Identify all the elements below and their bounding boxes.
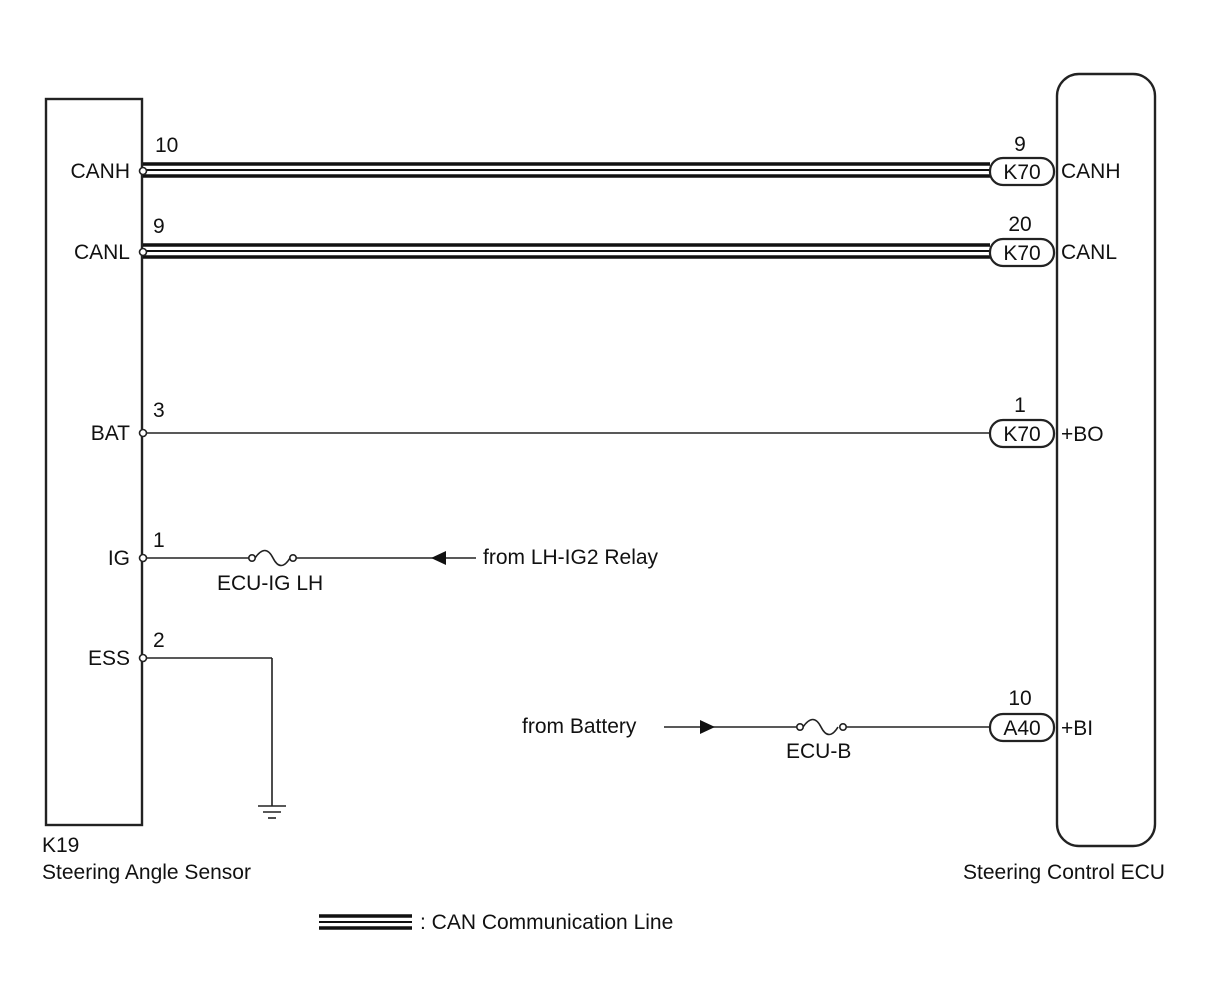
canl-can-line bbox=[143, 243, 990, 259]
fuse-ecu-b-label: ECU-B bbox=[786, 740, 851, 763]
connector-k70-canl: K70 bbox=[988, 237, 1056, 268]
sensor-code: K19 bbox=[42, 834, 79, 857]
steering-angle-sensor-box bbox=[44, 97, 144, 827]
arrow-right-icon bbox=[700, 720, 715, 734]
arrow-left-icon bbox=[431, 551, 446, 565]
terminal-canl bbox=[138, 247, 148, 257]
canh-can-line bbox=[143, 162, 990, 178]
sensor-pin-ig-name: IG bbox=[108, 547, 130, 570]
source-lh-ig2-relay: from LH-IG2 Relay bbox=[483, 546, 659, 569]
sensor-pin-canh-num: 10 bbox=[155, 134, 178, 157]
ecu-pin-bo-num: 1 bbox=[1014, 394, 1026, 417]
ecu-pin-canh-num: 9 bbox=[1014, 133, 1026, 156]
sensor-pin-ess-name: ESS bbox=[88, 647, 130, 670]
source-battery: from Battery bbox=[522, 715, 637, 738]
ecu-pin-canl-name: CANL bbox=[1061, 241, 1117, 264]
svg-text:K70: K70 bbox=[1003, 161, 1040, 184]
connector-k70-canh: K70 bbox=[988, 156, 1056, 187]
sensor-pin-bat-name: BAT bbox=[91, 422, 130, 445]
fuse-ecu-ig-lh-label: ECU-IG LH bbox=[217, 572, 323, 595]
sensor-name: Steering Angle Sensor bbox=[42, 861, 251, 884]
terminal-canh bbox=[138, 166, 148, 176]
svg-text:A40: A40 bbox=[1003, 717, 1040, 740]
svg-text:K70: K70 bbox=[1003, 242, 1040, 265]
terminal-ess bbox=[138, 653, 148, 663]
connector-k70-bo: K70 bbox=[988, 418, 1056, 449]
sensor-pin-ess-num: 2 bbox=[153, 629, 165, 652]
ecu-pin-bo-name: +BO bbox=[1061, 423, 1104, 446]
fuse-ecu-b-icon bbox=[795, 718, 847, 736]
ecu-pin-canh-name: CANH bbox=[1061, 160, 1121, 183]
ground-icon bbox=[258, 805, 286, 819]
connector-a40-bi: A40 bbox=[988, 712, 1056, 743]
legend-can-line-sample bbox=[319, 914, 412, 930]
terminal-ig bbox=[138, 553, 148, 563]
sensor-pin-canh-name: CANH bbox=[70, 160, 130, 183]
fuse-ecu-ig-lh-icon bbox=[248, 549, 297, 567]
ess-ground-wire bbox=[146, 657, 273, 806]
ecu-pin-bi-num: 10 bbox=[1008, 687, 1031, 710]
legend-label: : CAN Communication Line bbox=[420, 911, 673, 934]
ecu-name: Steering Control ECU bbox=[963, 861, 1165, 884]
sensor-pin-canl-num: 9 bbox=[153, 215, 165, 238]
ecu-pin-canl-num: 20 bbox=[1008, 213, 1031, 236]
sensor-pin-bat-num: 3 bbox=[153, 399, 165, 422]
svg-text:K70: K70 bbox=[1003, 423, 1040, 446]
steering-control-ecu-box bbox=[1055, 72, 1157, 848]
terminal-bat bbox=[138, 428, 148, 438]
sensor-pin-ig-num: 1 bbox=[153, 529, 165, 552]
ecu-pin-bi-name: +BI bbox=[1061, 717, 1093, 740]
sensor-pin-canl-name: CANL bbox=[74, 241, 130, 264]
